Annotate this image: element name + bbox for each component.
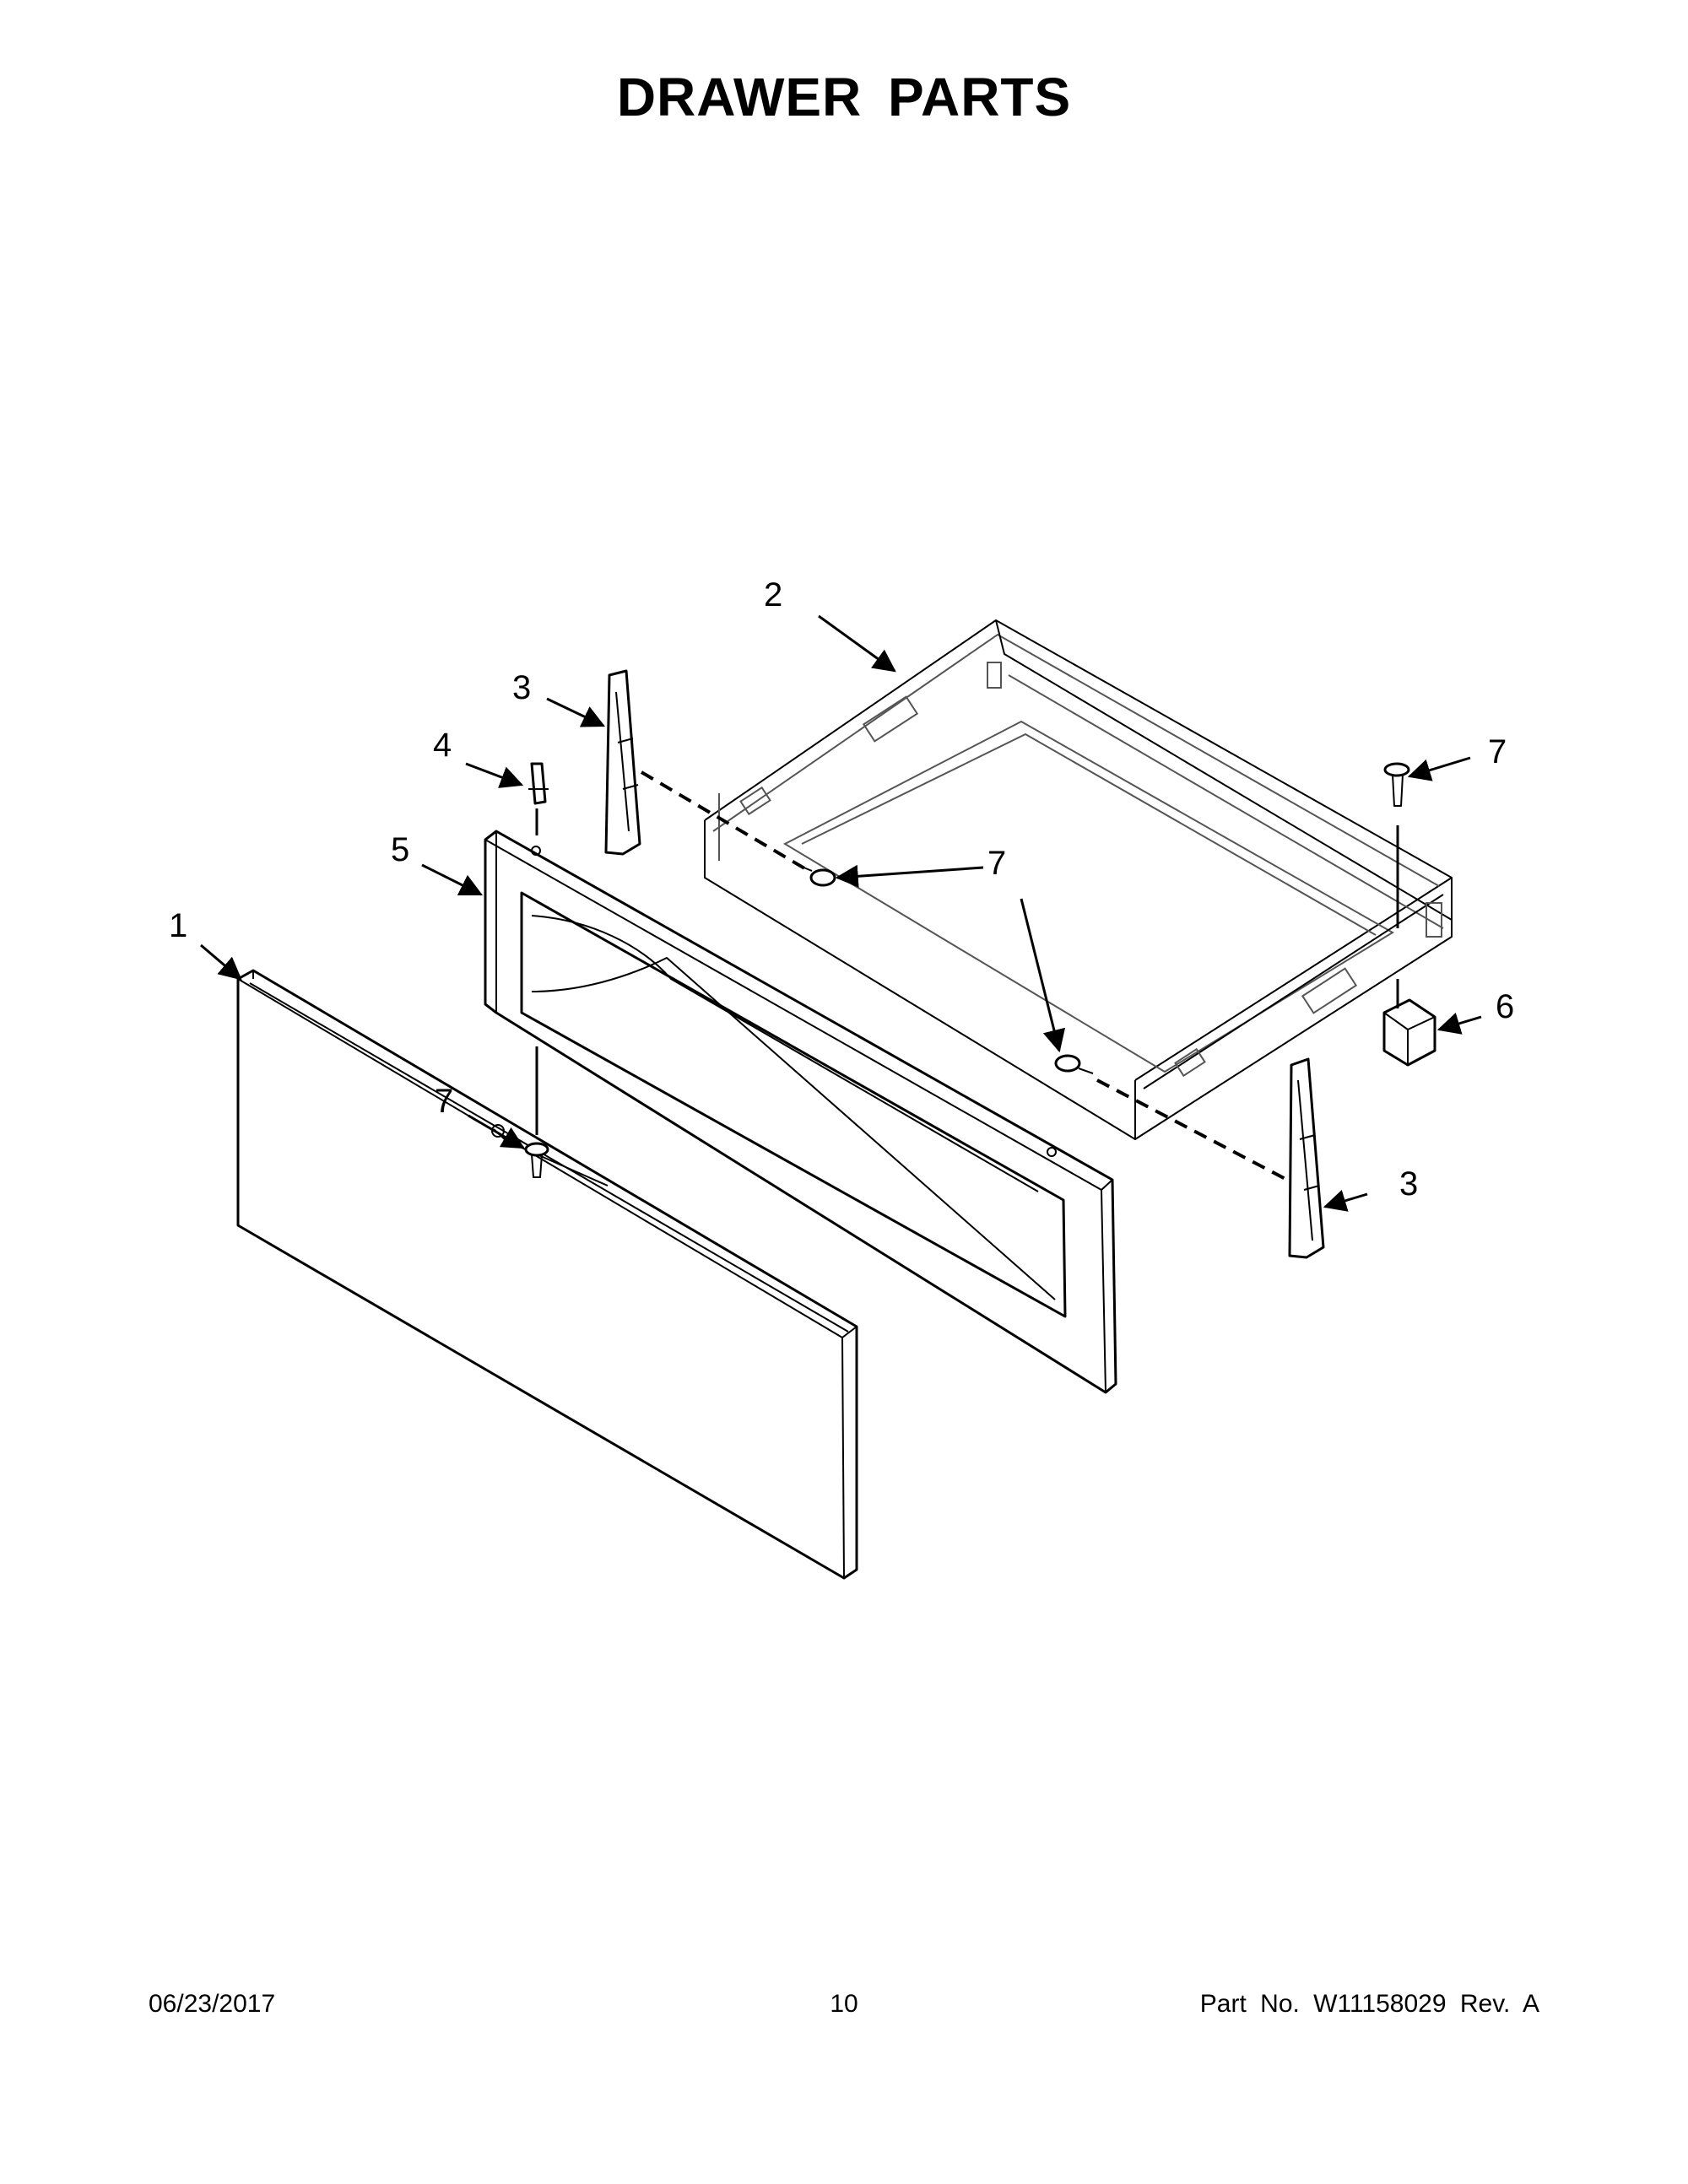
callout-screw-right-top: 7: [1488, 733, 1507, 770]
callout-inner-panel: 5: [391, 831, 409, 868]
stop-part: [528, 762, 549, 805]
leader-arrows: [200, 614, 1482, 1212]
glide-right-part: [1288, 1057, 1325, 1259]
callout-glide-right: 3: [1399, 1165, 1418, 1203]
callout-drawer-front-panel: 1: [169, 907, 187, 944]
screw-inner-panel-part: [524, 1142, 549, 1178]
glide-left-part: [604, 669, 641, 856]
callout-glide-left: 3: [512, 669, 531, 706]
screw-right-top-part: [1383, 762, 1410, 807]
screw-left-glide-part: [797, 864, 836, 887]
inner-panel-part: [484, 830, 1117, 1394]
footer-date: 06/23/2017: [149, 1990, 276, 2018]
page-title: DRAWER PARTS: [616, 67, 1072, 127]
drawer-body-part: [704, 619, 1453, 1140]
footer-page-number: 10: [830, 1990, 858, 2018]
rear-bracket-part: [1382, 998, 1436, 1067]
callout-screw-left-glide: 7: [987, 845, 1006, 882]
callout-stop: 4: [433, 727, 452, 764]
screw-center-part: [1054, 1054, 1094, 1074]
callout-drawer-body: 2: [764, 576, 782, 614]
callout-rear-bracket: 6: [1496, 988, 1514, 1025]
footer-part-number: Part No. W11158029 Rev. A: [1199, 1990, 1539, 2018]
callout-screw-inner-panel: 7: [435, 1083, 453, 1120]
